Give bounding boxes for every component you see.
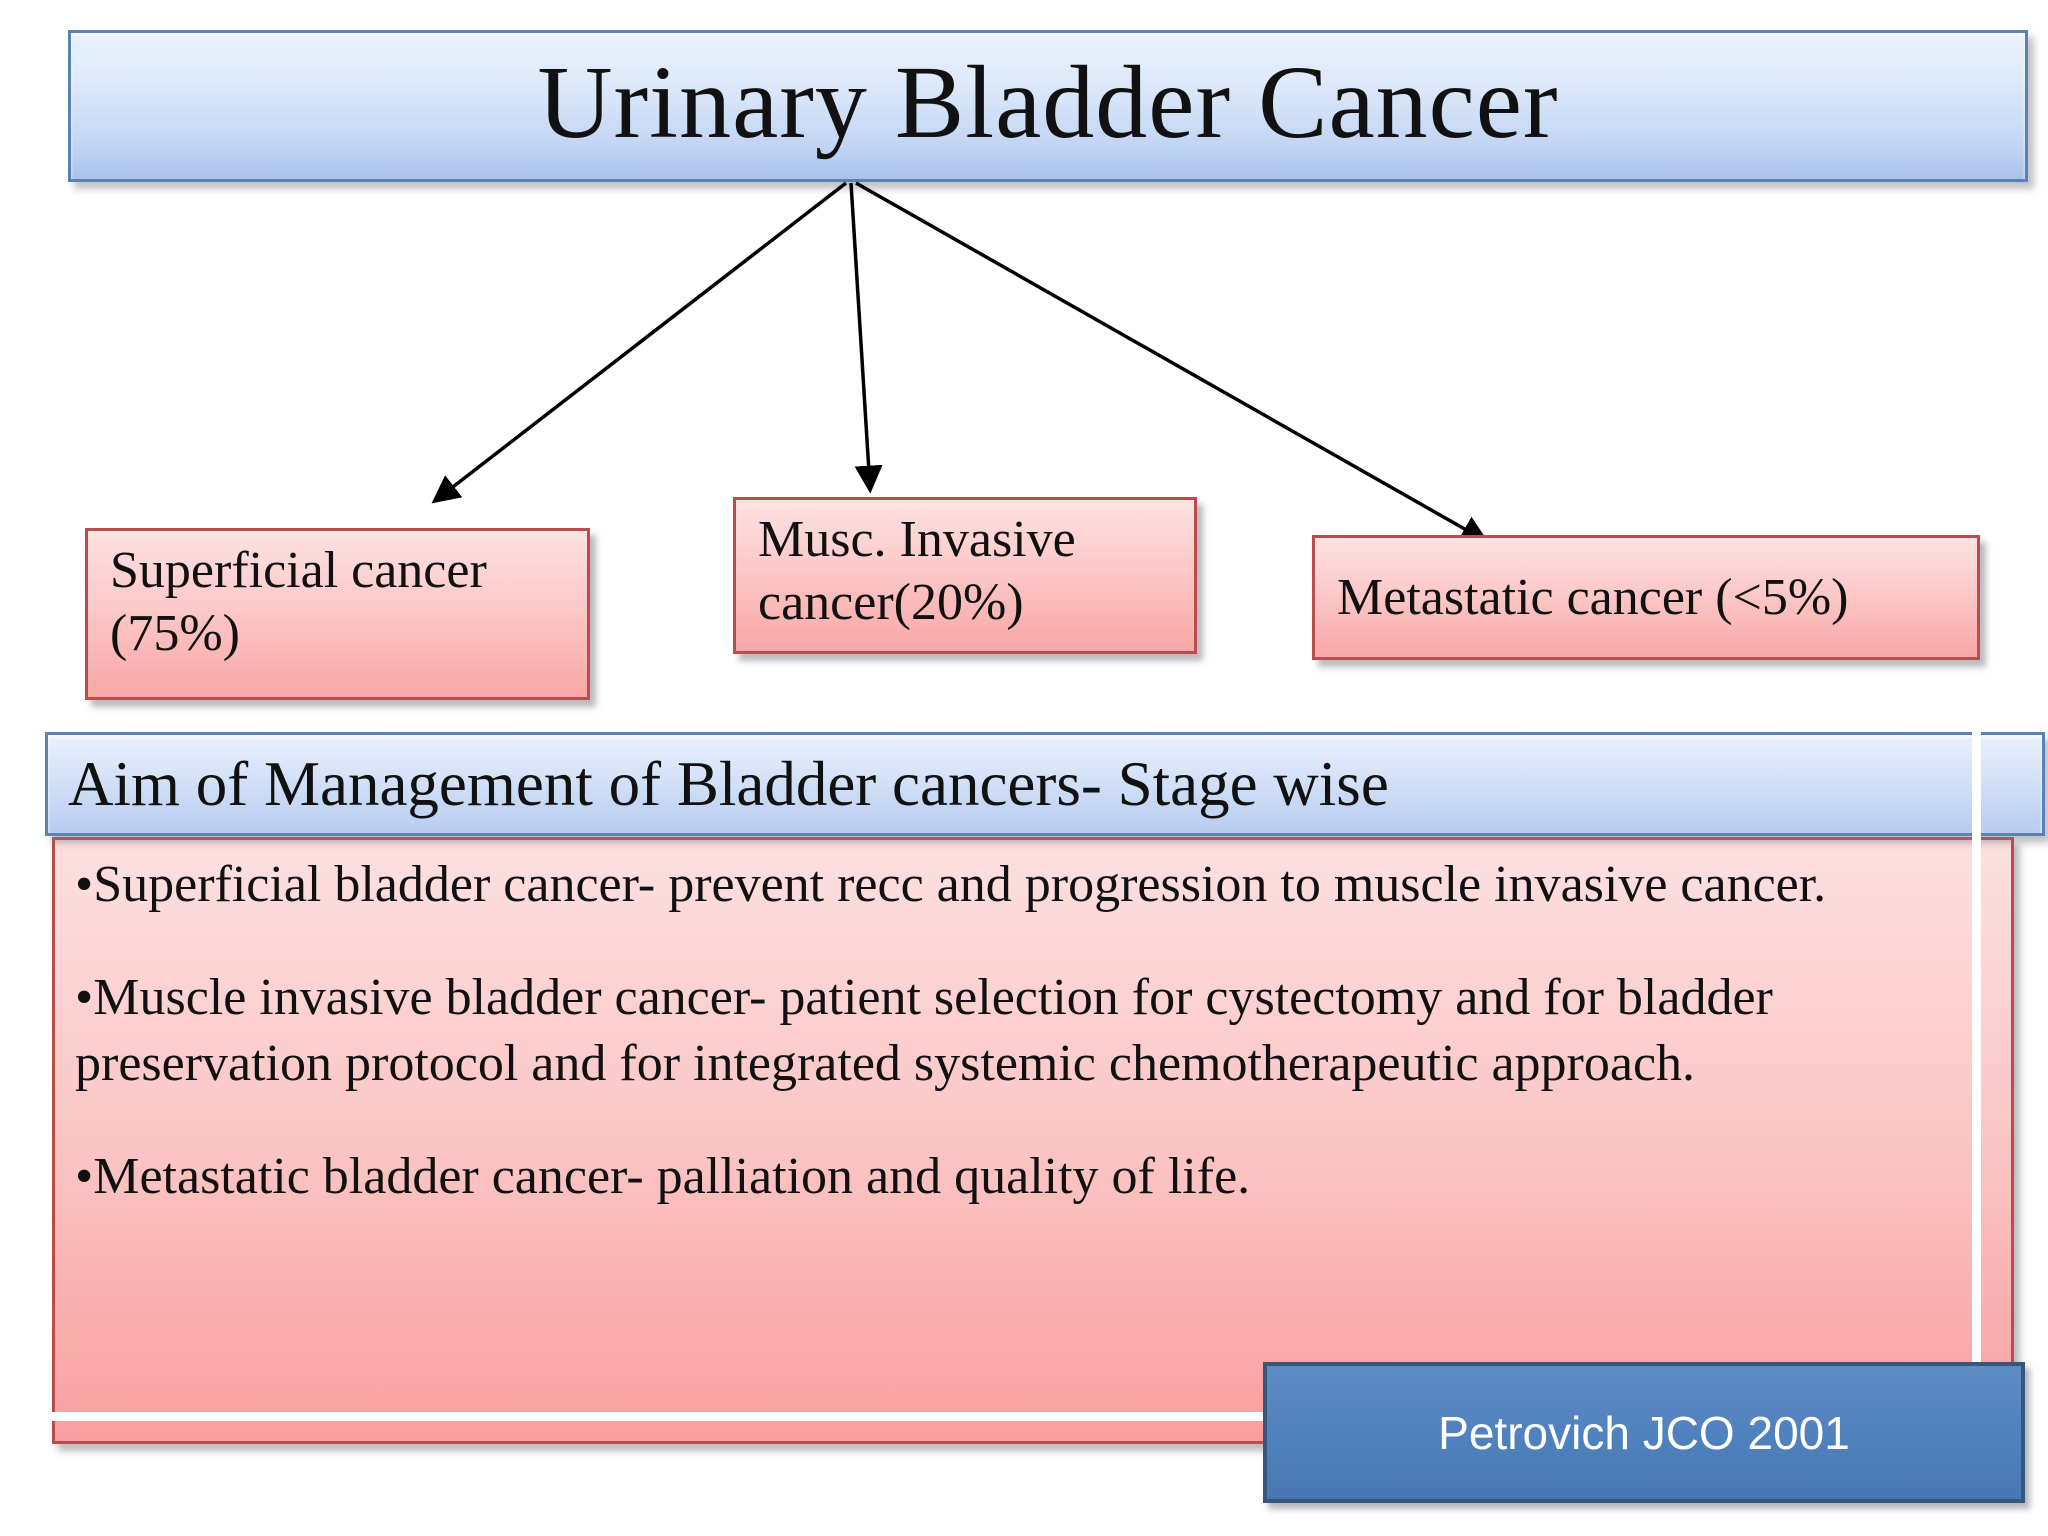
citation-box: Petrovich JCO 2001 [1263,1362,2025,1503]
branch-box-musc-invasive: Musc. Invasive cancer(20%) [733,497,1197,654]
arrow-to-superficial [431,181,848,504]
bullet-muscle-invasive: •Muscle invasive bladder cancer- patient… [75,965,2003,1098]
arrow-to-musc-invasive [849,182,883,494]
arrow-to-metastatic [855,181,1489,543]
management-heading: Aim of Management of Bladder cancers- St… [68,748,1389,819]
bullet-metastatic: •Metastatic bladder cancer- palliation a… [75,1144,2003,1211]
bullet-text-metastatic: Metastatic bladder cancer- palliation an… [93,1147,1251,1205]
branch-label-musc-invasive: Musc. Invasive cancer(20%) [758,511,1076,632]
management-content-panel: •Superficial bladder cancer- prevent rec… [52,837,2014,1444]
slide-title: Urinary Bladder Cancer [537,45,1559,160]
bullet-marker: • [75,856,94,913]
bullet-marker: • [75,968,94,1026]
bullet-marker: • [75,1147,94,1205]
branch-box-metastatic: Metastatic cancer (<5%) [1312,535,1980,660]
citation-text: Petrovich JCO 2001 [1438,1406,1850,1459]
branch-label-superficial: Superficial cancer (75%) [110,542,487,663]
bullet-text-muscle-invasive: Muscle invasive bladder cancer- patient … [75,968,1773,1093]
branch-label-metastatic: Metastatic cancer (<5%) [1337,568,1849,626]
branch-box-superficial: Superficial cancer (75%) [85,528,590,700]
white-divider-horizontal [52,1412,2014,1421]
title-box: Urinary Bladder Cancer [68,30,2028,182]
bullet-superficial: •Superficial bladder cancer- prevent rec… [75,852,2003,919]
white-divider-vertical [1972,732,1981,1444]
management-header-bar: Aim of Management of Bladder cancers- St… [45,732,2045,836]
bullet-text-superficial: Superficial bladder cancer- prevent recc… [93,856,1827,913]
